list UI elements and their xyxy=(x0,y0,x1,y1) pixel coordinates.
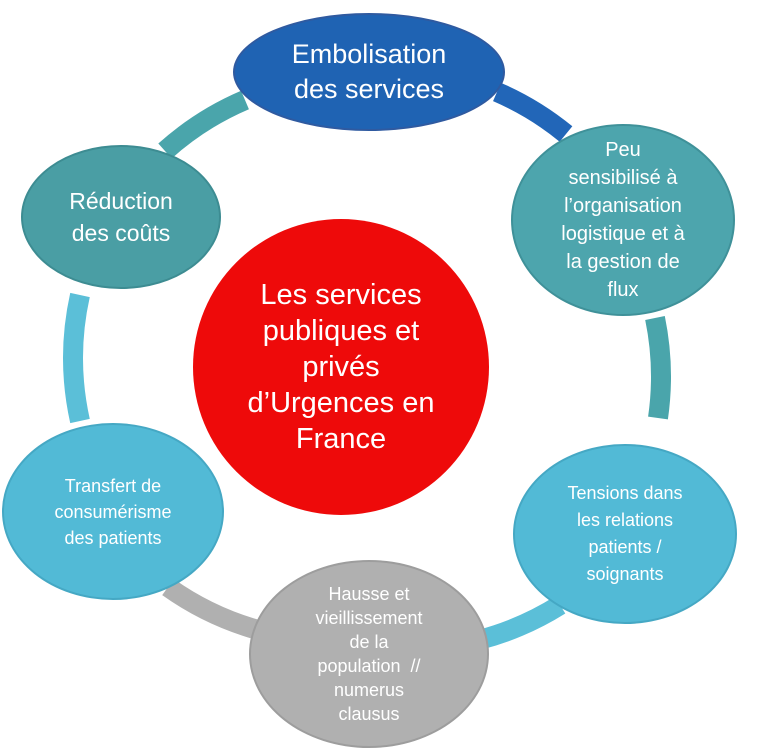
ring-arc-top-right xyxy=(492,82,573,142)
node-label: Peu sensibilisé à l’organisation logisti… xyxy=(561,139,685,301)
node-hausse: Hausse et vieillissement de la populatio… xyxy=(249,560,489,748)
node-tensions: Tensions dans les relations patients / s… xyxy=(513,444,737,624)
node-label: Embolisation des services xyxy=(291,39,447,104)
node-label: Transfert de consumérisme des patients xyxy=(54,475,172,548)
node-label: Hausse et vieillissement de la populatio… xyxy=(315,584,423,724)
ring-arc-left xyxy=(63,292,90,424)
ring-arc-right xyxy=(645,315,671,420)
node-label: Tensions dans les relations patients / s… xyxy=(567,483,683,584)
node-transfert: Transfert de consumérisme des patients xyxy=(2,423,224,600)
node-embolisation: Embolisation des services xyxy=(233,13,505,131)
ring-arc-bottom-left xyxy=(162,578,261,640)
ring-arc-top-left xyxy=(158,90,250,159)
center-circle: Les services publiques et privés d’Urgen… xyxy=(193,219,489,515)
ring-arc-bottom-right xyxy=(476,596,566,650)
node-reduction: Réduction des coûts xyxy=(21,145,221,289)
node-peu-sensibilise: Peu sensibilisé à l’organisation logisti… xyxy=(511,124,735,316)
center-label: Les services publiques et privés d’Urgen… xyxy=(247,279,435,455)
node-label: Réduction des coûts xyxy=(69,188,173,246)
